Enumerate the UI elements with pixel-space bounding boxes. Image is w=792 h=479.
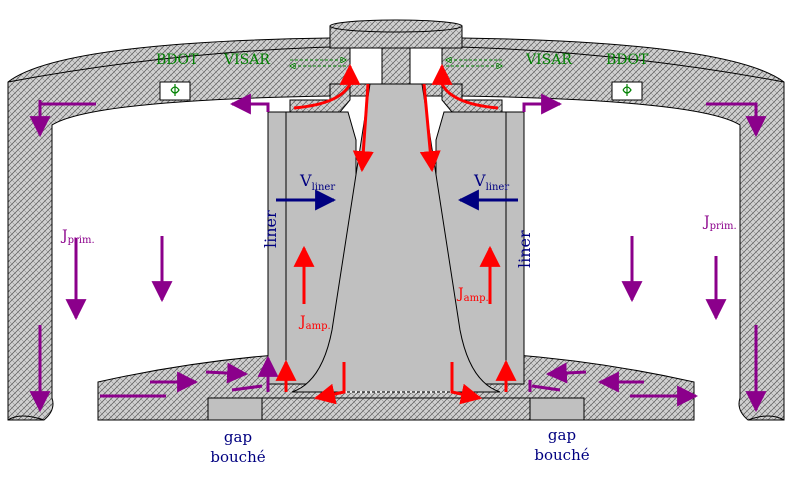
gap-label-right-line2: bouché (534, 446, 589, 464)
bdot-label-right: BDOT (606, 52, 649, 68)
liner-label-right: liner (515, 230, 534, 268)
bdot-probe-right (611, 81, 643, 101)
j-prim-label-left: Jprim. (60, 228, 95, 246)
gap-label-left-line1: gap (224, 428, 252, 446)
primary-current-path-left (29, 93, 279, 413)
gap-label-left-line2: bouché (210, 448, 265, 466)
v-liner-label-left: Vliner (299, 171, 335, 193)
j-prim-label-right: Jprim. (702, 214, 737, 232)
primary-current-path-right (522, 93, 767, 413)
bdot-label-left: BDOT (156, 52, 199, 68)
visar-label-right: VISAR (525, 52, 572, 68)
liner-label-left: liner (261, 210, 280, 248)
j-amp-label-right: Jamp. (456, 286, 489, 304)
bdot-probe-left (159, 81, 191, 101)
gap-label-right-line1: gap (548, 426, 576, 444)
visar-beam-right (446, 60, 502, 66)
visar-label-left: VISAR (223, 52, 270, 68)
visar-beam-left (290, 60, 346, 66)
amplified-current-path-left (275, 63, 374, 405)
v-liner-label-right: Vliner (473, 171, 509, 193)
amplified-current-path-right (419, 63, 517, 405)
j-amp-label-left: Jamp. (298, 314, 331, 332)
central-cone (291, 83, 501, 393)
